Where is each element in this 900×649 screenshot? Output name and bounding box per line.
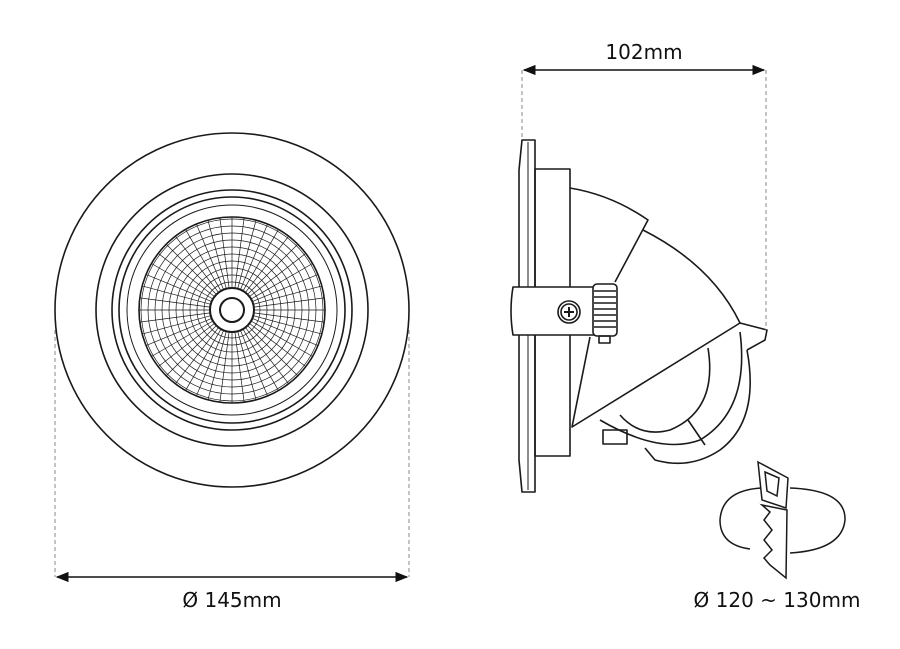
flange [518, 139, 536, 493]
grid-spoke [253, 312, 325, 323]
lens-arc [619, 347, 711, 433]
grid-spoke [142, 285, 211, 305]
saw-handle-grip [764, 470, 780, 498]
grid-spoke [175, 236, 219, 293]
grid-spoke [165, 243, 217, 295]
grid-spoke [139, 297, 211, 308]
spring-foot [598, 335, 611, 344]
center-lens-inner [219, 297, 245, 323]
bezel-ring [111, 189, 353, 431]
grid-spoke [196, 223, 224, 290]
saw-blade [759, 503, 788, 580]
spring [592, 283, 618, 337]
grid-spoke [247, 325, 299, 377]
grid-spoke [247, 243, 299, 295]
spring-coils [594, 290, 616, 328]
grid-spoke [234, 217, 245, 289]
lens-outer [644, 349, 751, 465]
grid-spoke [237, 331, 257, 400]
grid-spoke [158, 253, 215, 297]
grid-spoke [219, 217, 230, 289]
grid-spoke [234, 331, 245, 403]
housing-upper [569, 187, 649, 283]
grid-spoke [145, 274, 212, 302]
front-diameter-label: Ø 145mm [182, 588, 282, 612]
tab [739, 322, 768, 351]
grid-spoke [240, 330, 268, 397]
grid-spoke [252, 318, 319, 346]
grid-spoke [196, 330, 224, 397]
cutout-ellipse-left [719, 487, 763, 550]
cutout-ellipse-right [789, 487, 846, 554]
housing-lower [571, 322, 741, 428]
side-view [510, 139, 768, 493]
grid-spoke [151, 263, 214, 300]
grid-spoke [245, 236, 289, 293]
side-depth-label: 102mm [605, 40, 683, 64]
trim-ring-outer [54, 132, 410, 488]
saw-handle [757, 460, 789, 510]
grid-spoke [253, 297, 325, 308]
grid-spoke [145, 318, 212, 346]
trim-ring-inner [95, 173, 369, 447]
grid-spoke [253, 315, 322, 335]
side-dimension [521, 64, 767, 330]
front-view [54, 132, 410, 488]
grid-spoke [242, 328, 279, 391]
grid-spoke [142, 315, 211, 335]
bezel-ring [126, 204, 338, 416]
grid-spoke [219, 331, 230, 403]
grid-spoke [158, 323, 215, 367]
screw-head [560, 303, 578, 321]
grid-spoke [185, 229, 222, 292]
center-lens [209, 287, 255, 333]
housing-dome [642, 229, 741, 324]
lower-clip [602, 429, 628, 445]
grid-spoke [207, 220, 227, 289]
grid-spoke [240, 223, 268, 290]
grid-spoke [242, 229, 279, 292]
spring-bracket [510, 286, 596, 336]
screw-cross [564, 307, 574, 317]
lens-seam [687, 419, 706, 446]
grid-spoke [237, 220, 257, 289]
grid-spoke [207, 331, 227, 400]
cutout-diameter-label: Ø 120 ~ 130mm [693, 588, 861, 612]
front-dimension [54, 330, 410, 583]
grid-spoke [151, 320, 214, 357]
grid-spoke [165, 325, 217, 377]
reflector-grid [139, 217, 325, 403]
grid-spoke [249, 253, 306, 297]
lens-arc [599, 331, 743, 446]
grid-spoke [250, 263, 313, 300]
bezel-ring [118, 196, 346, 424]
grid-spoke [245, 327, 289, 384]
saw-cutout-icon [719, 460, 846, 580]
grid-spoke [250, 320, 313, 357]
grid-spoke [139, 312, 211, 323]
grid-spoke [253, 285, 322, 305]
grid-spoke [175, 327, 219, 384]
grid-spoke [185, 328, 222, 391]
grid-spoke [252, 274, 319, 302]
grid-spoke [249, 323, 306, 367]
